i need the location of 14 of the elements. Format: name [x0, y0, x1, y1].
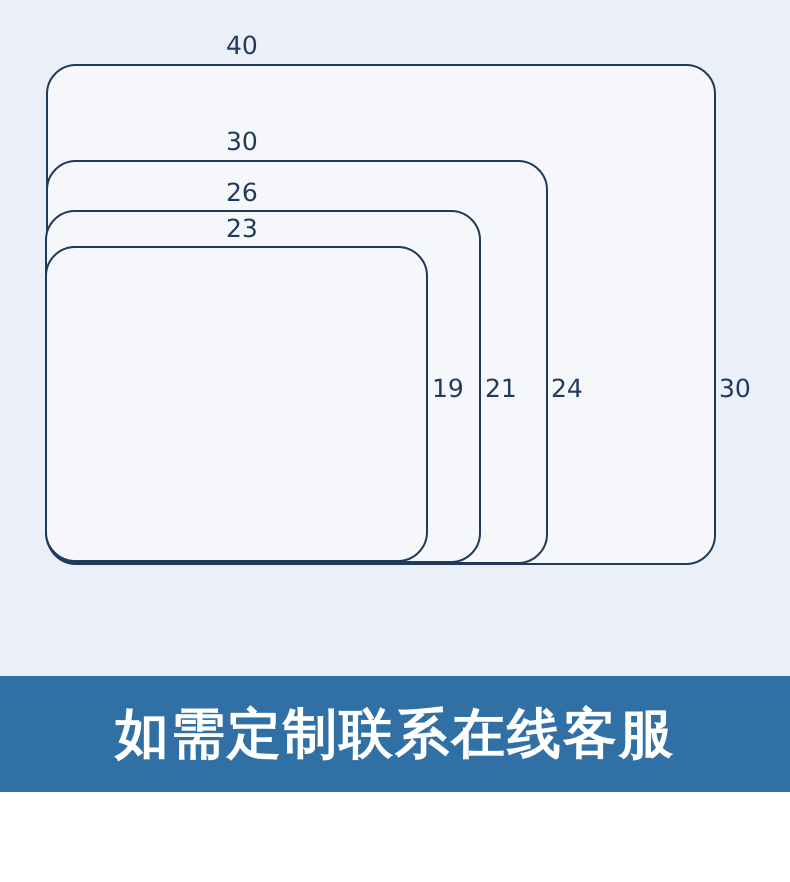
dimension-label: 19	[432, 374, 464, 404]
dimension-label: 40	[226, 31, 258, 61]
dimension-label: 23	[226, 214, 258, 244]
dimension-label: 30	[719, 374, 751, 404]
dimension-label: 21	[485, 374, 517, 404]
size-outline	[45, 210, 481, 563]
size-outline	[44, 246, 428, 562]
size-outline	[46, 160, 548, 564]
banner	[0, 676, 790, 792]
dimension-label: 24	[551, 374, 583, 404]
size-outline	[46, 64, 716, 565]
dimension-label: 26	[226, 178, 258, 208]
banner-text: 如需定制联系在线客服	[113, 704, 676, 764]
dimension-label: 30	[226, 127, 258, 157]
